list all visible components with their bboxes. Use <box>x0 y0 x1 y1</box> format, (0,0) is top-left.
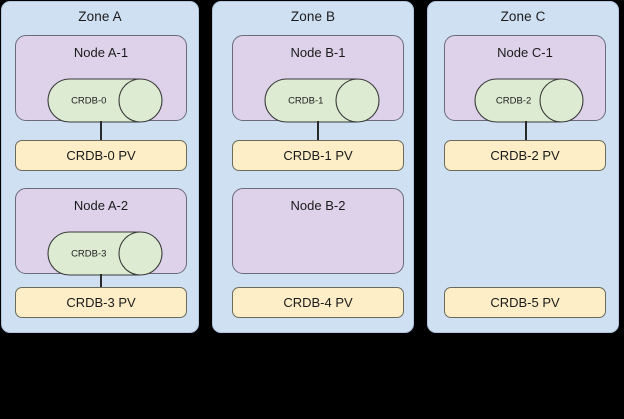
pod-label: CRDB-2 <box>495 95 532 106</box>
node-box[interactable]: Node B-2 <box>232 188 404 274</box>
node-label: Node B-1 <box>290 45 346 60</box>
pod-cylinder[interactable]: CRDB-0 <box>47 78 163 123</box>
node-box[interactable]: Node A-2 CRDB-3 <box>15 188 187 276</box>
node-label: Node B-2 <box>290 198 346 213</box>
pod-label: CRDB-3 <box>71 248 107 259</box>
zone-panel-b: Zone B Node B-1 CRDB-1 CRDB-1 PV Node B-… <box>212 1 414 333</box>
node-label: Node A-2 <box>73 198 129 213</box>
zone-panel-c: Zone C Node C-1 CRDB-2 CRDB-2 PV CRDB-5 … <box>427 1 619 333</box>
zone-title: Zone A <box>78 9 122 24</box>
node-label: Node A-1 <box>73 45 129 60</box>
cylinder-shape <box>474 78 584 123</box>
pod-label: CRDB-1 <box>288 95 324 106</box>
pv-box[interactable]: CRDB-2 PV <box>444 140 606 171</box>
pod-cylinder[interactable]: CRDB-3 <box>47 231 163 276</box>
zone-title: Zone C <box>500 9 546 24</box>
node-box[interactable]: Node B-1 CRDB-1 <box>232 35 404 123</box>
pod-cylinder[interactable]: CRDB-1 <box>264 78 380 123</box>
pod-pv-connector <box>317 121 319 140</box>
cylinder-shape <box>264 78 380 123</box>
pv-box[interactable]: CRDB-1 PV <box>232 140 404 171</box>
pv-box[interactable]: CRDB-5 PV <box>444 287 606 318</box>
pv-box[interactable]: CRDB-0 PV <box>15 140 187 171</box>
cylinder-shape <box>47 78 163 123</box>
node-label: Node C-1 <box>497 45 553 60</box>
node-box[interactable]: Node C-1 CRDB-2 <box>444 35 606 123</box>
pod-label: CRDB-0 <box>71 95 107 106</box>
pod-pv-connector <box>100 121 102 140</box>
node-box[interactable]: Node A-1 CRDB-0 <box>15 35 187 123</box>
pod-cylinder[interactable]: CRDB-2 <box>474 78 584 123</box>
pod-pv-connector <box>100 274 102 293</box>
zone-panel-a: Zone A Node A-1 CRDB-0 CRDB-0 PV Node A-… <box>1 1 199 333</box>
pv-box[interactable]: CRDB-3 PV <box>15 287 187 318</box>
pod-pv-connector <box>525 121 527 140</box>
cylinder-shape <box>47 231 163 276</box>
zone-title: Zone B <box>290 9 336 24</box>
pv-box[interactable]: CRDB-4 PV <box>232 287 404 318</box>
